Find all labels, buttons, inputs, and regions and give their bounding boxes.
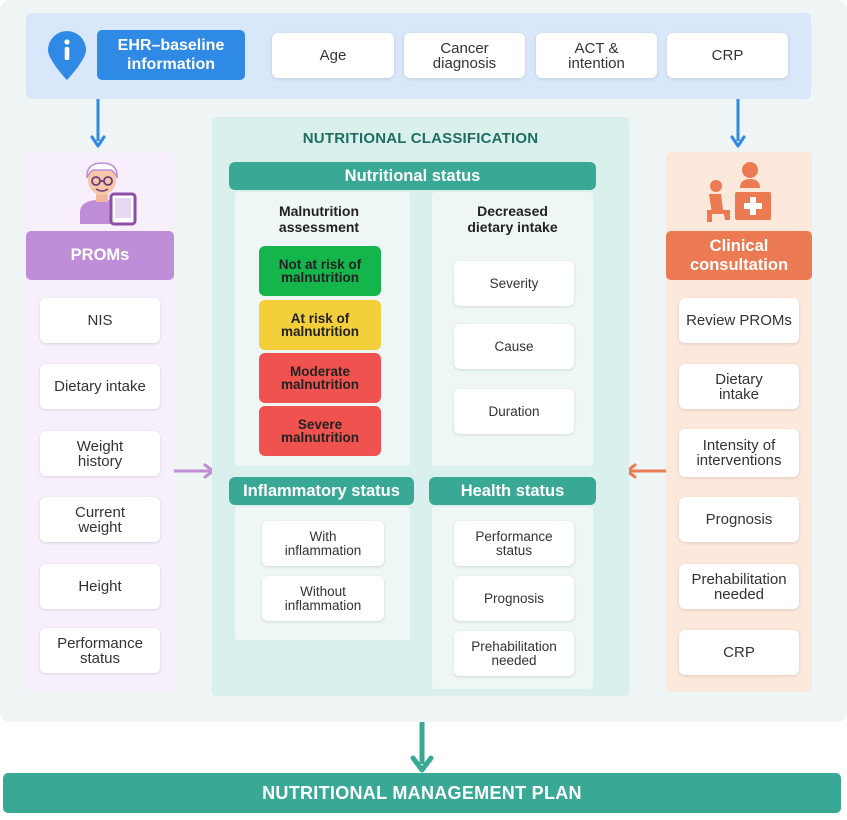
intake-duration: Duration bbox=[454, 389, 574, 434]
management-plan-bar: NUTRITIONAL MANAGEMENT PLAN bbox=[3, 773, 841, 813]
clinical-item-intensity: Intensity of interventions bbox=[679, 429, 799, 477]
without-inflammation: Without inflammation bbox=[262, 576, 384, 621]
ehr-item-age: Age bbox=[272, 33, 394, 78]
proms-item-weight-history: Weight history bbox=[40, 431, 160, 476]
ehr-baseline-label: EHR–baseline information bbox=[97, 30, 245, 80]
elderly-patient-tablet-icon bbox=[74, 158, 140, 226]
intake-cause: Cause bbox=[454, 324, 574, 369]
ehr-item-cancer-diagnosis: Cancer diagnosis bbox=[404, 33, 525, 78]
intake-header: Decreased dietary intake bbox=[467, 203, 558, 236]
arrow-to-clinical bbox=[730, 99, 746, 148]
level-at-risk: At risk of malnutrition bbox=[259, 300, 381, 350]
level-severe: Severe malnutrition bbox=[259, 406, 381, 456]
proms-item-nis: NIS bbox=[40, 298, 160, 343]
clinical-item-review-proms: Review PROMs bbox=[679, 298, 799, 343]
health-performance-status: Performance status bbox=[454, 521, 574, 566]
level-moderate: Moderate malnutrition bbox=[259, 353, 381, 403]
doctor-consultation-icon bbox=[704, 158, 774, 224]
inflammatory-status-title: Inflammatory status bbox=[229, 477, 414, 505]
info-pin-icon bbox=[44, 30, 90, 82]
with-inflammation: With inflammation bbox=[262, 521, 384, 566]
health-prehabilitation: Prehabilitation needed bbox=[454, 631, 574, 676]
health-status-title: Health status bbox=[429, 477, 596, 505]
clinical-item-crp: CRP bbox=[679, 630, 799, 675]
clinical-item-prehabilitation: Prehabilitation needed bbox=[679, 564, 799, 609]
nutritional-status-title: Nutritional status bbox=[229, 162, 596, 190]
ehr-item-crp: CRP bbox=[667, 33, 788, 78]
clinical-title: Clinical consultation bbox=[666, 231, 812, 280]
proms-title: PROMs bbox=[26, 231, 174, 280]
malnutrition-header: Malnutrition assessment bbox=[278, 203, 360, 236]
proms-item-current-weight: Current weight bbox=[40, 497, 160, 542]
proms-item-performance-status: Performance status bbox=[40, 628, 160, 673]
proms-item-dietary-intake: Dietary intake bbox=[40, 364, 160, 409]
arrow-to-proms bbox=[90, 99, 106, 148]
ehr-item-act-intention: ACT & intention bbox=[536, 33, 657, 78]
intake-severity: Severity bbox=[454, 261, 574, 306]
clinical-item-prognosis: Prognosis bbox=[679, 497, 799, 542]
proms-item-height: Height bbox=[40, 564, 160, 609]
classification-title: NUTRITIONAL CLASSIFICATION bbox=[302, 130, 539, 147]
health-prognosis: Prognosis bbox=[454, 576, 574, 621]
arrow-to-management-plan bbox=[410, 722, 434, 773]
arrow-clinical-to-classification bbox=[625, 463, 666, 479]
clinical-item-dietary-intake: Dietary intake bbox=[679, 364, 799, 409]
arrow-proms-to-classification bbox=[174, 463, 215, 479]
level-not-at-risk: Not at risk of malnutrition bbox=[259, 246, 381, 296]
